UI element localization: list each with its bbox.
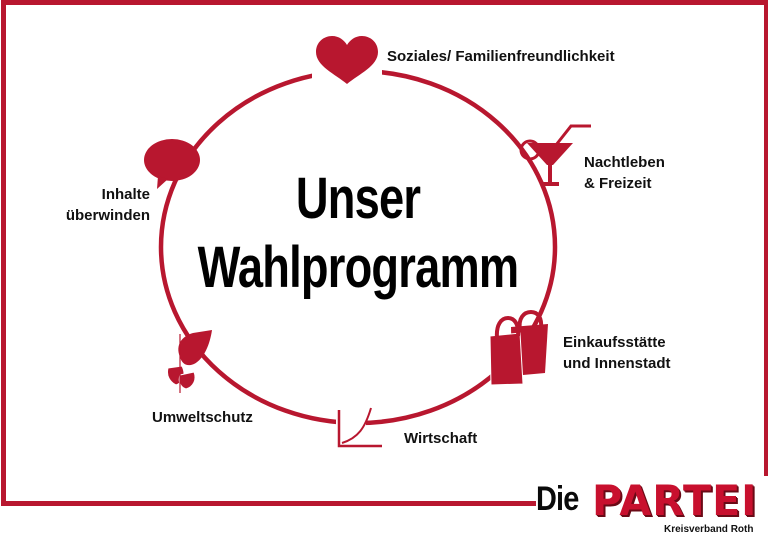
logo-die-text: Die xyxy=(536,480,579,518)
die-partei-logo: Die PARTEI Kreisverband Roth xyxy=(536,476,768,539)
topic-label-nachtleben-line-2: & Freizeit xyxy=(584,175,652,192)
heart-icon xyxy=(312,36,382,84)
topic-label-wirtschaft: Wirtschaft xyxy=(404,430,478,447)
topic-label-einkauf-line-2: und Innenstadt xyxy=(563,355,671,372)
shopping-bags-icon xyxy=(482,309,548,386)
logo-partei-text: PARTEI xyxy=(592,476,758,525)
topic-label-inhalte-line-1: Inhalte xyxy=(101,186,150,203)
topic-label-inhalte-line-2: überwinden xyxy=(65,207,150,224)
topic-label-soziales: Soziales/ Familienfreundlichkeit xyxy=(387,48,615,65)
topic-label-einkauf: Einkaufsstätte und Innenstadt xyxy=(563,332,671,374)
topic-label-inhalte: Inhalte überwinden xyxy=(52,184,150,226)
speech-bubble-icon xyxy=(144,139,200,189)
title-line-1: Unser xyxy=(295,166,421,231)
cocktail-glass-icon xyxy=(519,124,591,186)
growth-chart-icon xyxy=(336,404,382,448)
logo-subtitle: Kreisverband Roth xyxy=(664,524,754,535)
title-line-2: Wahlprogramm xyxy=(197,235,520,300)
topic-label-einkauf-line-1: Einkaufsstätte xyxy=(563,334,666,351)
topic-label-nachtleben: Nachtleben & Freizeit xyxy=(584,152,665,194)
red-border-frame xyxy=(1,0,768,506)
topic-label-umwelt: Umweltschutz xyxy=(152,409,253,426)
leaves-icon xyxy=(167,330,212,393)
topic-label-nachtleben-line-1: Nachtleben xyxy=(584,154,665,171)
